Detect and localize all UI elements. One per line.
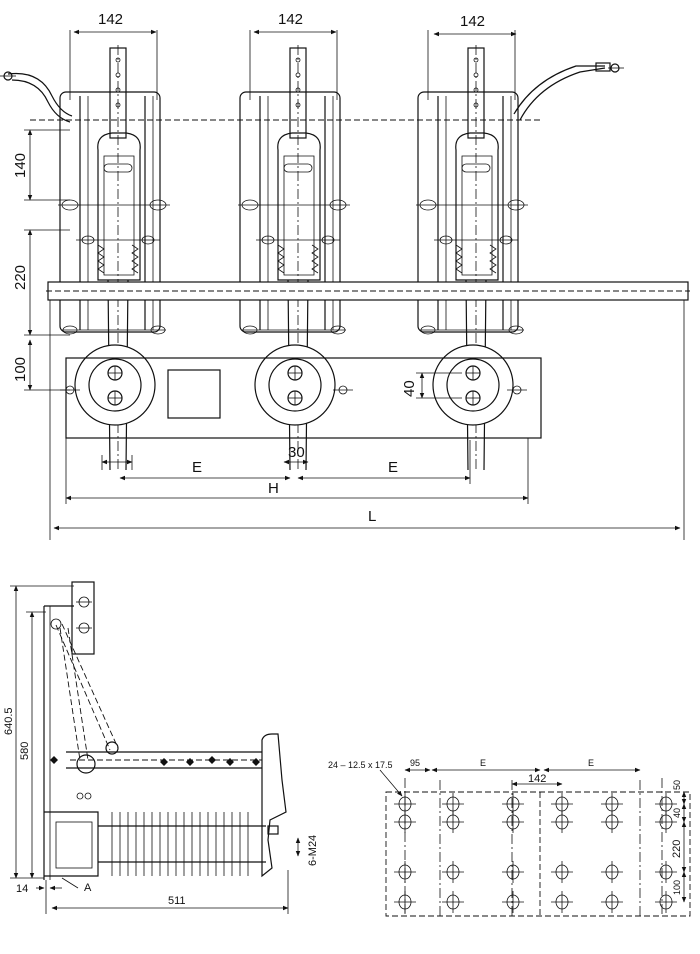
dim-100: 100	[12, 357, 29, 382]
dim-e-left: E	[192, 459, 202, 476]
dim-142-plan: 142	[528, 773, 546, 785]
dim-140: 140	[12, 153, 29, 178]
dim-e-right-plan: E	[588, 758, 594, 768]
dim-580: 580	[19, 742, 31, 760]
dim-100-plan: 100	[672, 880, 682, 895]
dim-142-left: 142	[98, 11, 123, 28]
pole-right	[415, 29, 529, 471]
dim-220-plan: 220	[671, 840, 683, 858]
hole-plan: 24 – 12.5 x 17.5 95 E E 142 50 40 220 10…	[328, 758, 691, 917]
dim-6-m24: 6-M24	[307, 835, 319, 866]
dim-40-plan: 40	[672, 808, 682, 818]
pole-center	[237, 29, 351, 471]
dim-a: A	[84, 882, 92, 894]
dim-50-plan: 50	[672, 780, 682, 790]
dim-l: L	[368, 508, 376, 525]
dim-40: 40	[401, 380, 418, 397]
dim-slot: 24 – 12.5 x 17.5	[328, 760, 393, 770]
dim-95: 95	[410, 758, 420, 768]
dim-142-right: 142	[460, 13, 485, 30]
dim-e-left-plan: E	[480, 758, 486, 768]
dim-220: 220	[12, 265, 29, 290]
pole-left	[58, 30, 170, 471]
dim-142-center: 142	[278, 11, 303, 28]
dim-14: 14	[16, 883, 28, 895]
dim-511: 511	[168, 895, 186, 907]
dim-30: 30	[288, 444, 305, 461]
side-view: 640.5 580 14 A 511 6-M24	[3, 581, 319, 914]
dim-e-right: E	[388, 459, 398, 476]
front-view: 142 142 142 140 220 100 40	[0, 11, 690, 540]
dim-h: H	[268, 480, 279, 497]
dim-640-5: 640.5	[3, 707, 15, 735]
